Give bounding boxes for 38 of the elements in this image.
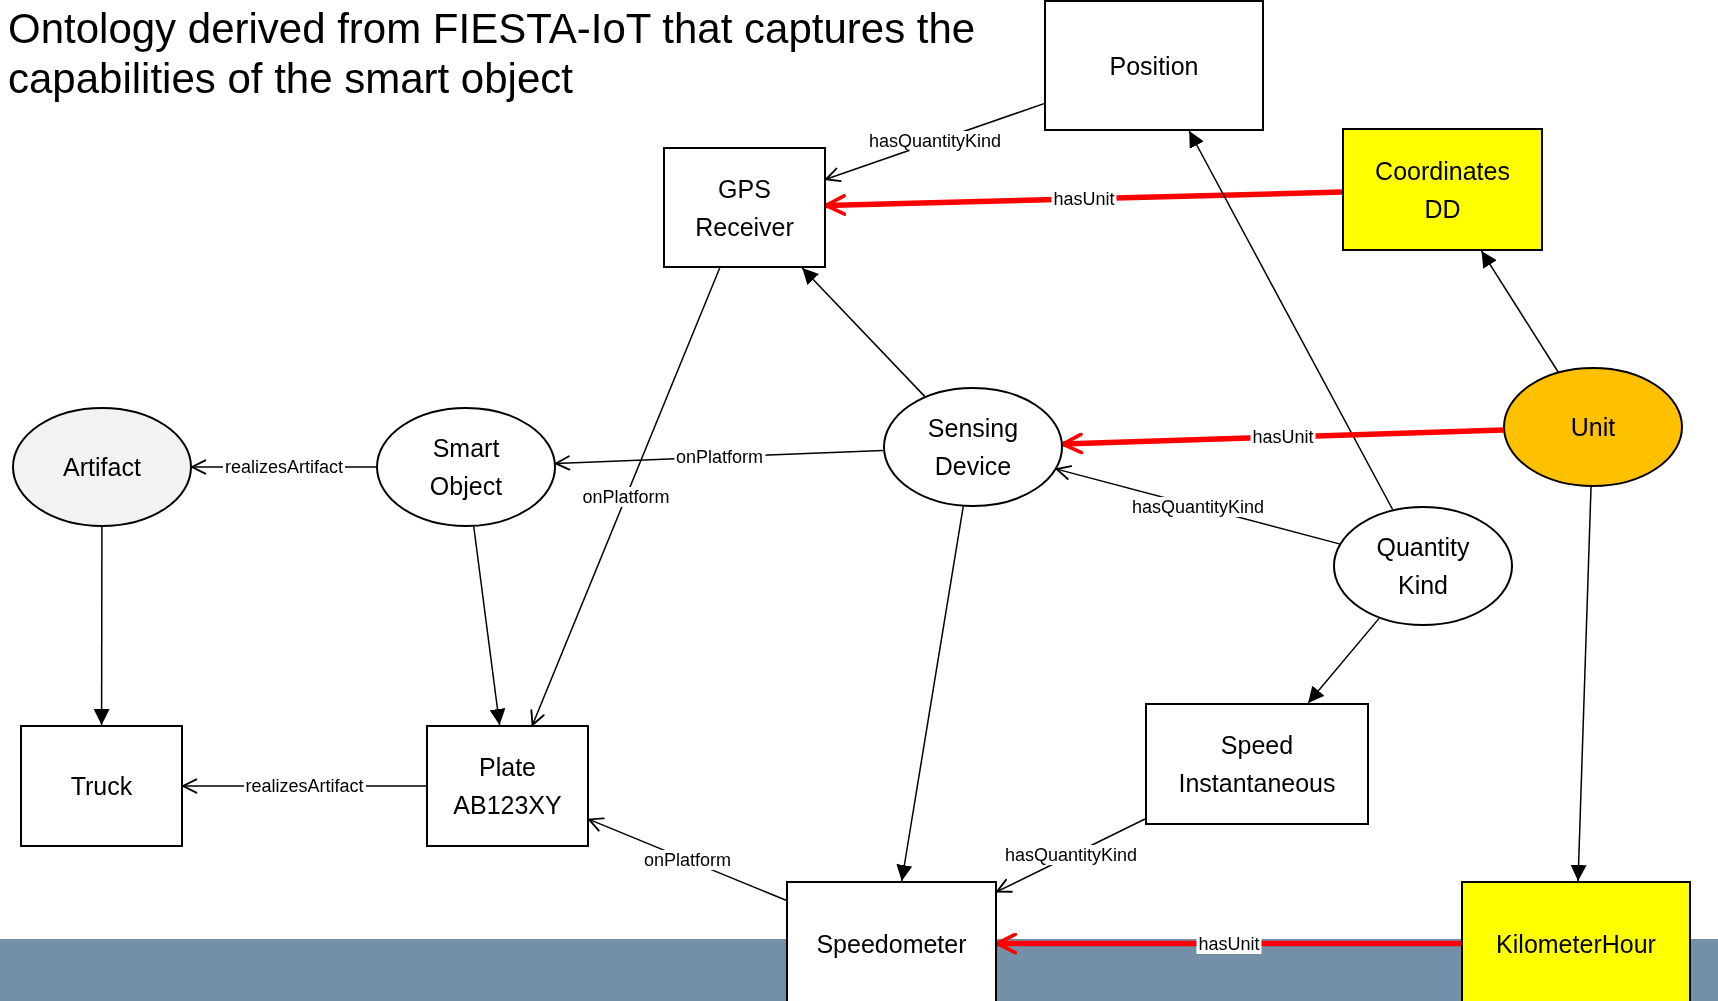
class-box	[786, 881, 997, 1001]
class-box	[426, 725, 589, 847]
class-box	[1461, 881, 1691, 1001]
class-ellipse	[1333, 506, 1513, 626]
class-ellipse	[883, 387, 1063, 507]
node-label: Position	[1109, 50, 1199, 82]
edge-label: onPlatform	[642, 849, 733, 870]
class-ellipse	[12, 407, 192, 527]
arrow	[473, 526, 506, 726]
node-label: Speedometer	[816, 928, 967, 960]
edge-label: onPlatform	[580, 486, 672, 507]
arrow	[801, 267, 926, 398]
node-label: Coordinates DD	[1374, 155, 1511, 225]
arrow	[1307, 617, 1380, 704]
node-label: Quantity Kind	[1375, 532, 1471, 601]
arrow	[1570, 486, 1592, 882]
node-label: KilometerHour	[1496, 928, 1656, 960]
arrow	[1188, 130, 1394, 511]
class-box	[1145, 703, 1369, 825]
arrow	[1480, 250, 1559, 373]
class-box	[20, 725, 183, 847]
node-label: Unit	[1570, 412, 1616, 443]
arrow	[93, 526, 110, 726]
class-box	[663, 147, 826, 268]
node-label: Smart Object	[428, 433, 504, 502]
class-box	[1342, 128, 1543, 251]
class-box	[1044, 0, 1264, 131]
arrow	[896, 505, 964, 882]
node-label: GPS Receiver	[694, 173, 795, 243]
node-label: Artifact	[63, 452, 141, 483]
arrow	[530, 267, 721, 726]
class-ellipse	[376, 407, 556, 527]
slide-title: Ontology derived from FIESTA-IoT that captures the capabilities of the smart object	[8, 4, 977, 104]
class-ellipse	[1503, 367, 1683, 487]
node-label: Truck	[70, 771, 133, 802]
node-label: Speed Instantaneous	[1177, 730, 1337, 799]
node-label: Plate AB123XY	[452, 752, 563, 821]
node-label: Sensing Device	[926, 413, 1020, 482]
